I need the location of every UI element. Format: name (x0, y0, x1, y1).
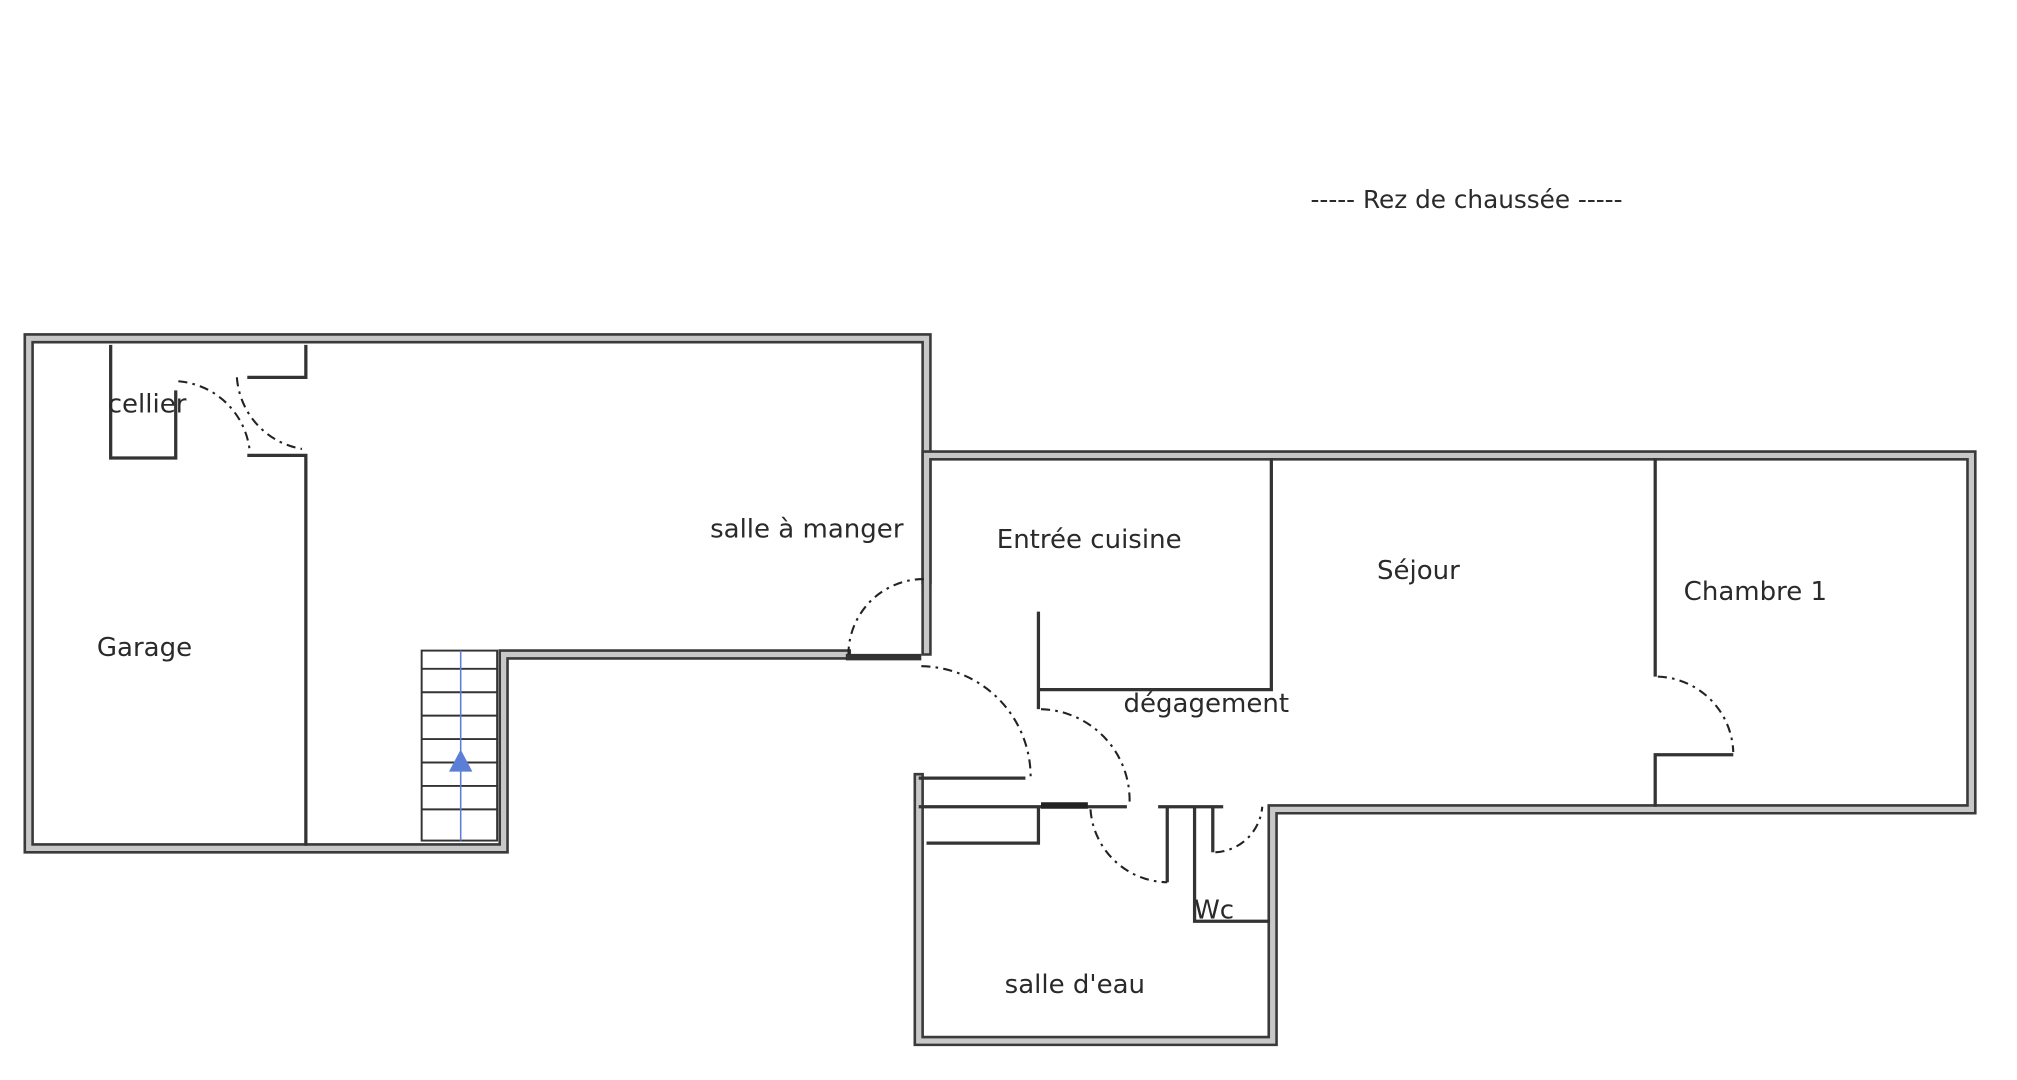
label-wc: Wc (1194, 896, 1234, 926)
label-degagement: dégagement (1124, 689, 1290, 719)
label-cellier: cellier (108, 389, 187, 419)
door-degagement (1041, 708, 1131, 805)
label-entree-cuisine: Entrée cuisine (997, 525, 1182, 555)
door-salle-eau (1089, 809, 1168, 884)
door-entree (921, 665, 1032, 779)
door-salle-a-manger (847, 577, 924, 655)
walls (23, 333, 1977, 1047)
floor-title: ----- Rez de chaussée ----- (1311, 185, 1623, 214)
interior-walls (109, 344, 1734, 923)
label-sejour: Séjour (1377, 556, 1460, 586)
label-chambre-1: Chambre 1 (1684, 577, 1827, 607)
label-salle-d-eau: salle d'eau (1005, 970, 1145, 1000)
staircase (420, 649, 499, 842)
door-wc (1215, 806, 1264, 854)
label-salle-a-manger: salle à manger (710, 514, 904, 544)
doors (178, 377, 1735, 884)
door-cellier-2 (235, 377, 303, 450)
door-cellier (178, 380, 251, 453)
label-garage: Garage (97, 633, 192, 663)
room-labels: cellier salle à manger Garage Entrée cui… (97, 389, 1827, 999)
stair-arrow-icon (448, 749, 473, 772)
exterior-wall (23, 333, 1977, 1047)
door-chambre (1657, 675, 1735, 753)
